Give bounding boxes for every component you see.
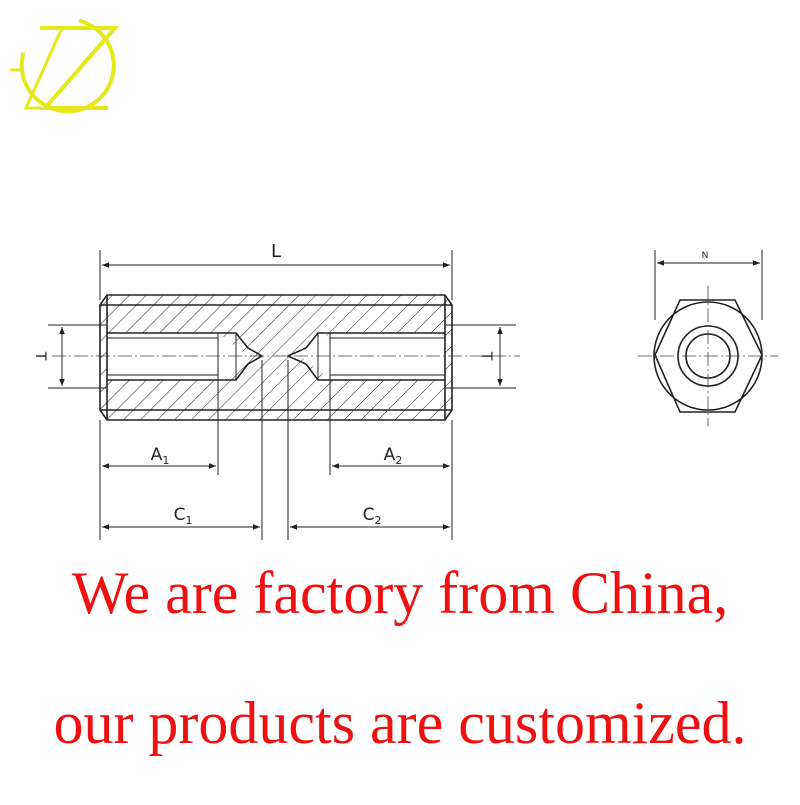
standoff-section-view: L T T A1 A2 C1 C2 bbox=[32, 241, 520, 540]
length-label: L bbox=[271, 241, 281, 262]
caption-line-2: our products are customized. bbox=[53, 690, 747, 756]
caption-line-1: We are factory from China, bbox=[71, 560, 729, 626]
thread-label-right: T bbox=[478, 351, 494, 361]
a1-label: A1 bbox=[151, 445, 170, 467]
c1-label: C1 bbox=[174, 505, 193, 527]
hex-outline bbox=[654, 299, 763, 413]
hex-end-view: N bbox=[638, 250, 778, 426]
c2-label: C2 bbox=[363, 505, 382, 527]
thread-label-left: T bbox=[32, 351, 48, 361]
standoff-body-hatched bbox=[100, 295, 452, 420]
zj-logo-icon bbox=[10, 18, 120, 114]
hex-width-label: N bbox=[702, 251, 709, 261]
a2-label: A2 bbox=[384, 445, 403, 467]
